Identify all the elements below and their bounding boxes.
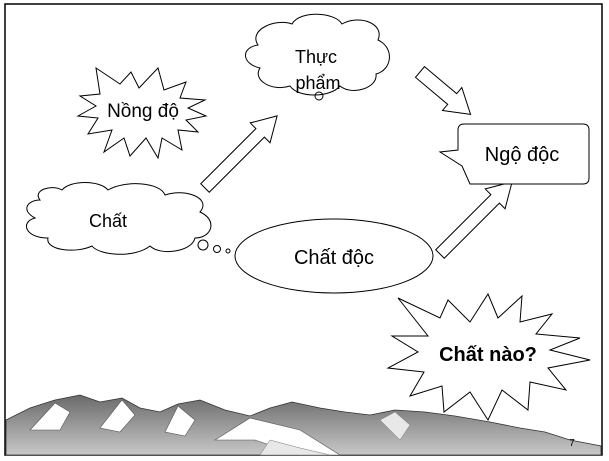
thought-bubbles: [197, 239, 231, 254]
arrow-thuc-pham-to-ngo-doc: [414, 65, 472, 116]
ngo-doc-label: Ngộ độc: [485, 144, 560, 166]
thuc-pham-label-line2: phẩm: [295, 73, 340, 93]
starburst-nong-do: [76, 66, 208, 160]
nong-do-label: Nồng độ: [107, 101, 179, 122]
chat-nao-label: Chất nào?: [439, 344, 537, 366]
chat-doc-label: Chất độc: [294, 247, 374, 269]
arrow-chat-doc-to-ngo-doc: [435, 181, 513, 259]
mountain-range-decoration: [5, 394, 602, 456]
cloud-chat: [25, 182, 212, 255]
page-number: 7: [569, 438, 575, 449]
ellipse-chat-doc: [234, 218, 434, 294]
arrow-chat-to-thuc-pham: [200, 115, 278, 193]
thuc-pham-small-circle: [314, 91, 324, 101]
callout-ngo-doc: [438, 123, 590, 185]
chat-label: Chất: [89, 211, 127, 231]
cloud-thuc-pham: [245, 13, 390, 96]
thuc-pham-label-line1: Thực: [295, 47, 337, 67]
starburst-chat-nao: [386, 292, 591, 422]
